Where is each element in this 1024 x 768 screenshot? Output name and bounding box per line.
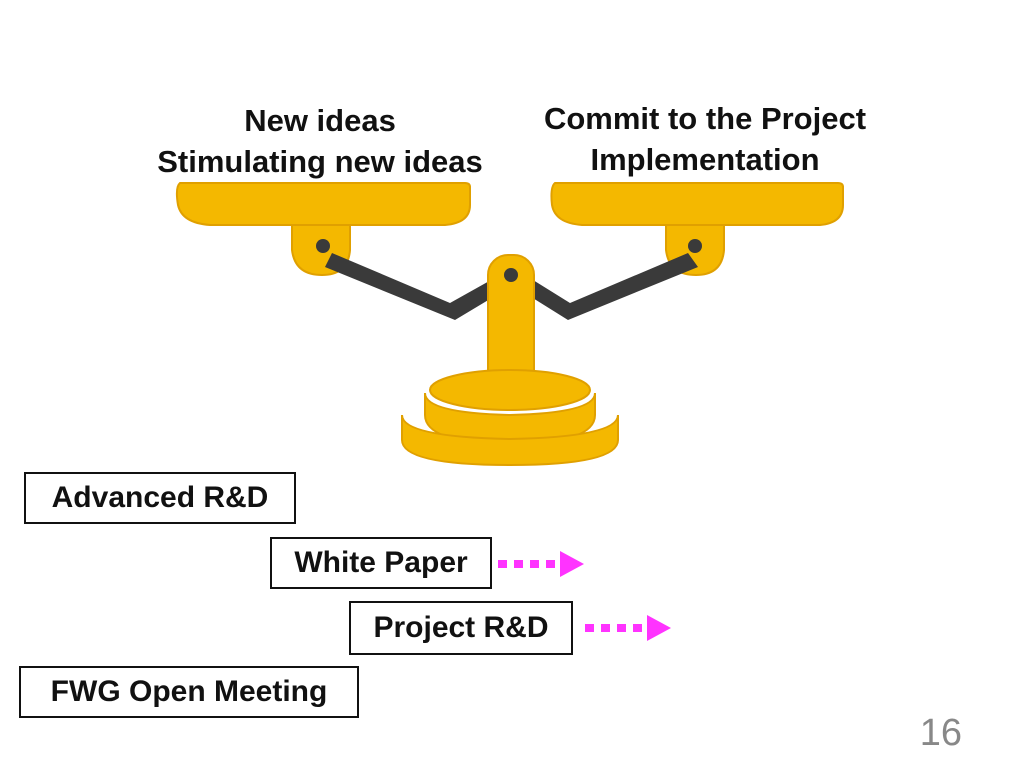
balance-scale-icon — [175, 182, 844, 467]
left-pan-label: New ideas Stimulating new ideas — [130, 100, 510, 182]
left-pan-hinge-pin — [316, 239, 330, 253]
right-pan — [550, 182, 844, 226]
base-bottom — [401, 414, 619, 467]
left-arm — [325, 253, 505, 320]
base-top — [429, 369, 591, 411]
center-pin — [504, 268, 518, 282]
right-pan-label-line-1: Commit to the Project — [543, 101, 867, 136]
dotted-arrow-right-icon — [498, 551, 584, 577]
left-pan — [175, 182, 471, 226]
right-arm — [520, 253, 698, 320]
advanced-rd-box: Advanced R&D — [24, 472, 296, 524]
right-pan-hinge-pin — [688, 239, 702, 253]
page-number: 16 — [919, 712, 962, 754]
right-pan-label: Commit to the Project Implementation — [505, 98, 905, 180]
left-pan-label-line-2: Stimulating new ideas — [157, 144, 483, 179]
white-paper-box: White Paper — [270, 537, 492, 589]
left-pan-label-line-1: New ideas — [244, 103, 396, 138]
right-pan-label-line-2: Implementation — [590, 142, 820, 177]
fwg-open-meeting-box: FWG Open Meeting — [19, 666, 359, 718]
project-rd-box: Project R&D — [349, 601, 573, 655]
dotted-arrow-right-icon — [585, 615, 671, 641]
